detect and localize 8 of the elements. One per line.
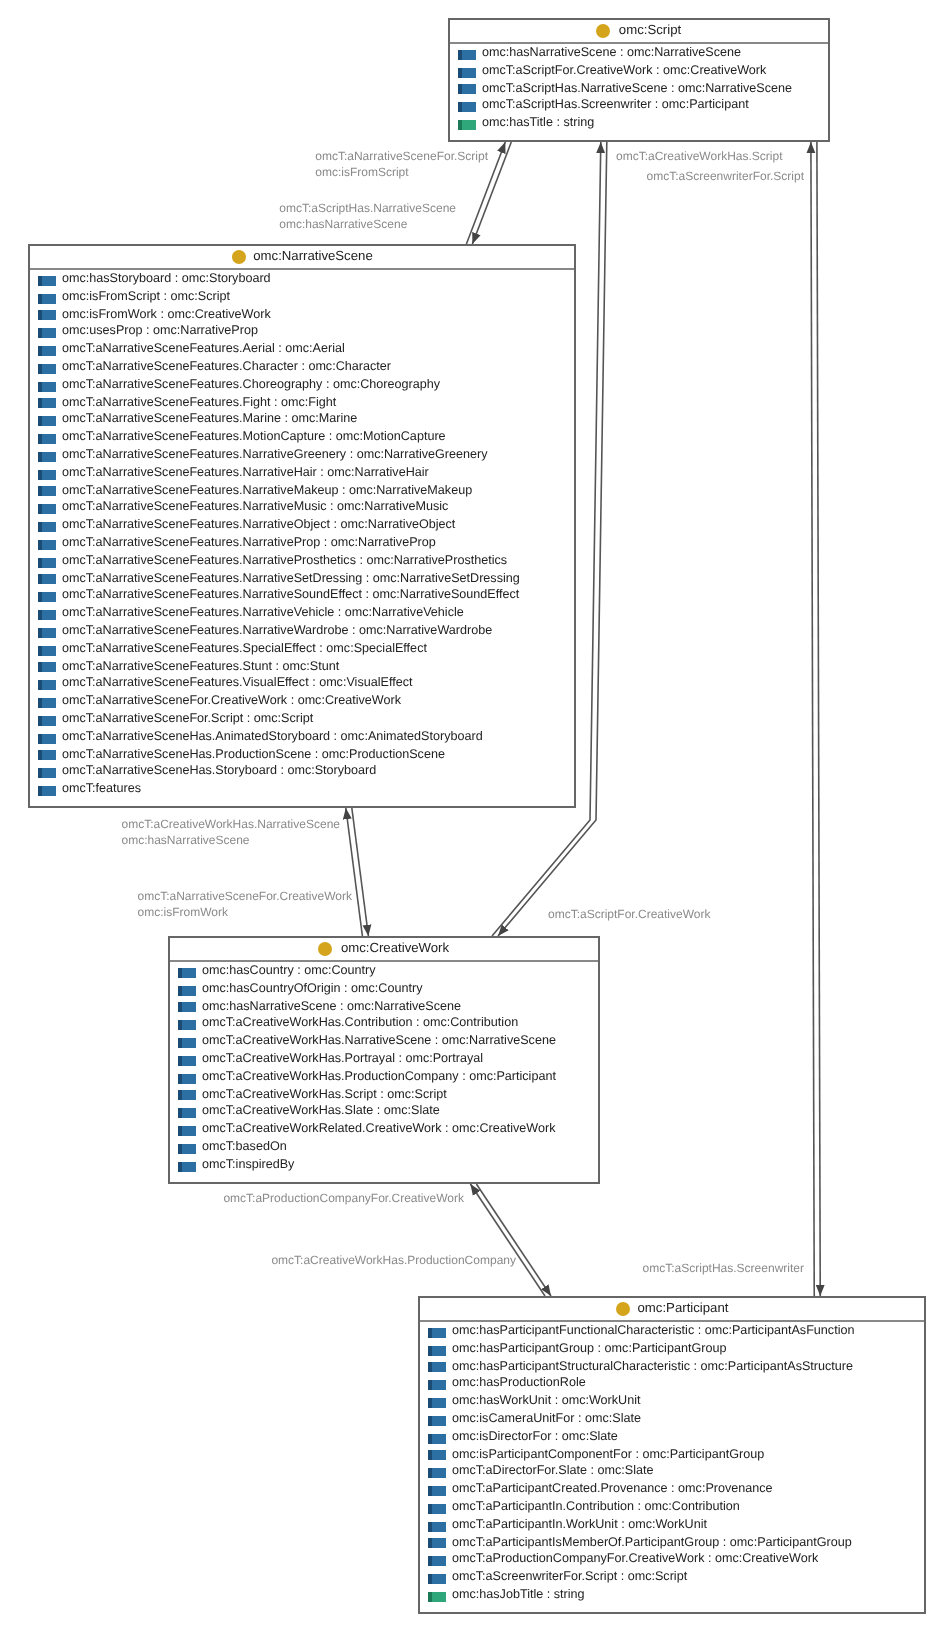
arrow — [806, 141, 816, 1297]
class-box — [448, 18, 830, 142]
arrow — [815, 141, 825, 1297]
class-box — [168, 936, 600, 1184]
arrow — [342, 807, 364, 937]
arrow — [351, 807, 372, 937]
class-box — [418, 1296, 926, 1614]
class-box — [28, 244, 576, 808]
